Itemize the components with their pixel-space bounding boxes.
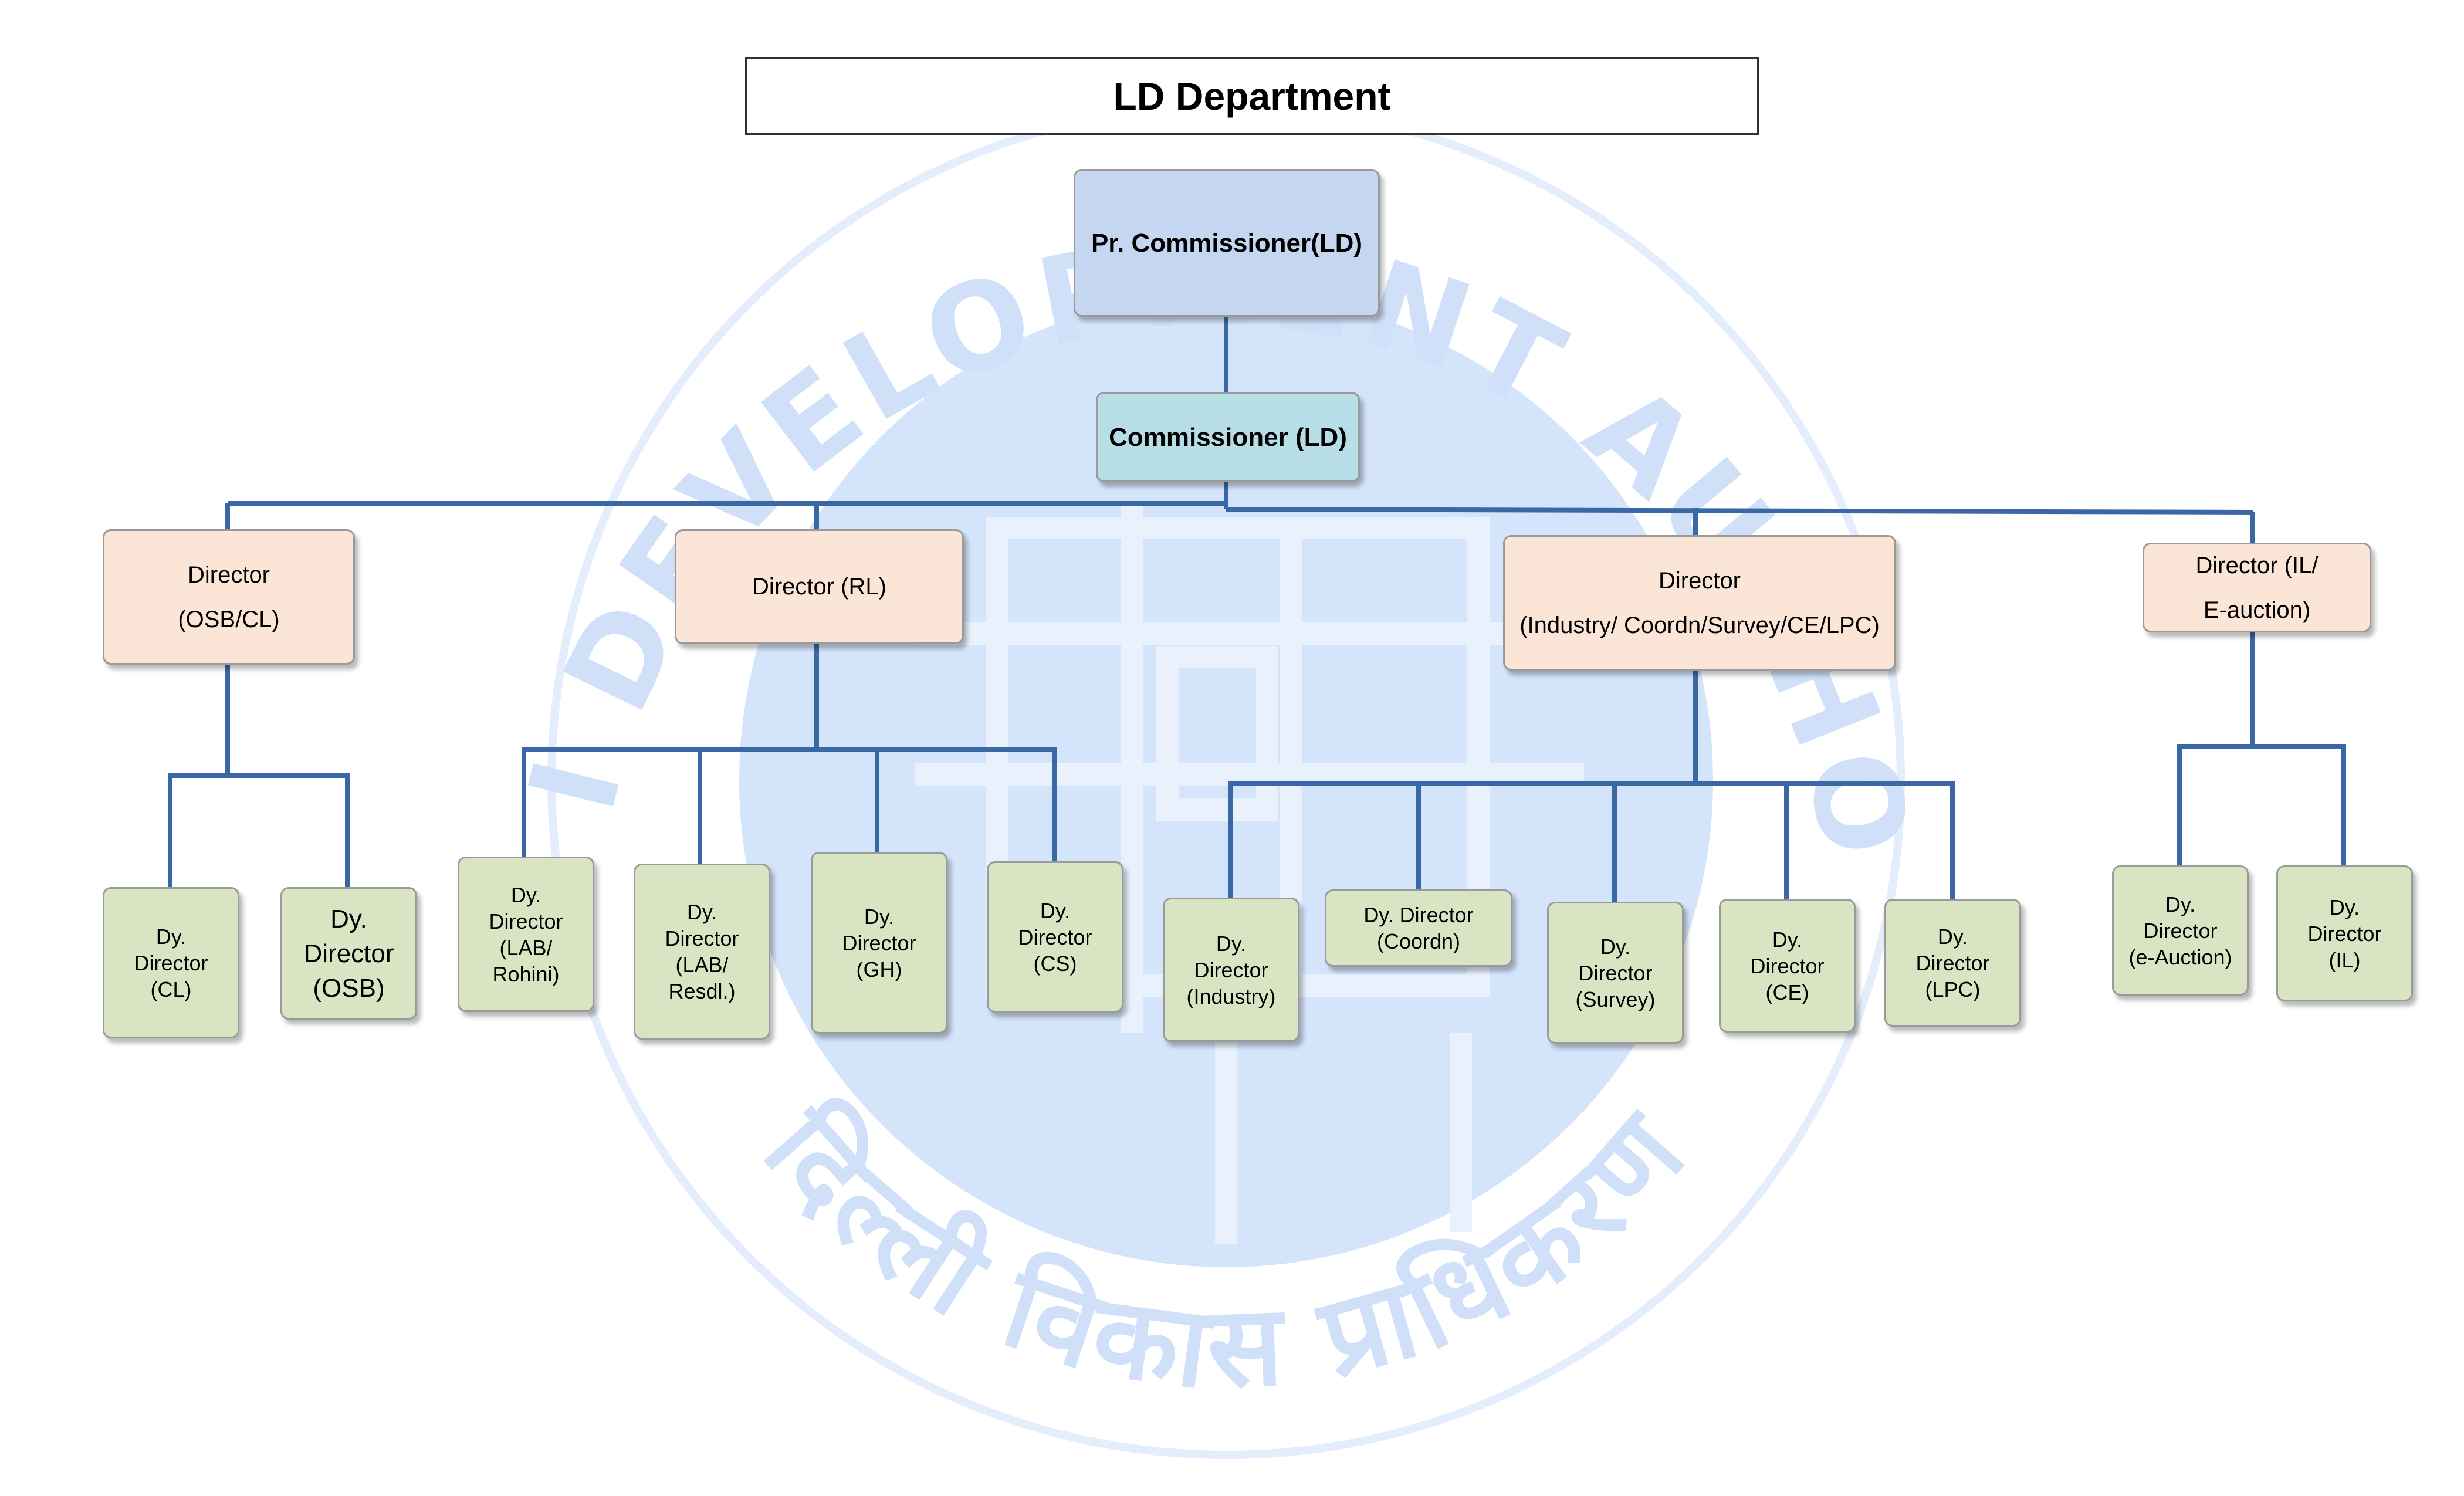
node-label-line: Director	[1658, 567, 1741, 594]
node-label-line: (GH)	[856, 957, 902, 981]
node-label-line: Director	[187, 561, 270, 588]
node-label-line: (e-Auction)	[2128, 945, 2232, 969]
node-label-line: Dy.	[2329, 895, 2360, 919]
node-label-line: (CE)	[1765, 980, 1809, 1004]
node-label-line: Director	[489, 909, 563, 933]
node-label-line: Director	[842, 930, 916, 955]
node-label-line: (OSB/CL)	[178, 606, 280, 632]
node-label-line: Director	[1578, 960, 1653, 985]
node-label-line: Dy.	[330, 904, 367, 933]
node-label-line: (Industry)	[1186, 984, 1276, 1008]
node-label-line: Dy.	[2165, 892, 2196, 916]
node-label-line: (CL)	[150, 977, 192, 1001]
node-label-line: Director	[1018, 925, 1092, 949]
node-label-line: (IL)	[2328, 947, 2361, 972]
node-label-line: Dy.	[155, 924, 187, 949]
node-director-osb-cl: Director (OSB/CL)	[103, 529, 355, 665]
page-title-text: LD Department	[1113, 74, 1391, 118]
node-label-line: (Survey)	[1575, 987, 1656, 1011]
node-dy-director-osb: Dy. Director (OSB)	[280, 887, 417, 1020]
node-label-line: Director	[134, 950, 208, 975]
node-director-il: Director (IL/ E-auction)	[2143, 543, 2371, 632]
connector-osb-cl-bus	[168, 773, 350, 887]
node-label-line: Dy.	[864, 904, 895, 929]
node-label-line: Dy.	[1937, 924, 1968, 949]
node-label-line: (LAB/	[499, 935, 553, 960]
node-dy-director-cl: Dy. Director (CL)	[103, 887, 239, 1038]
connector-il-bus	[2177, 744, 2346, 865]
node-label-line: Director	[1915, 950, 1990, 975]
connector-industry-bus	[1228, 781, 1955, 899]
node-label-line: Rohini)	[492, 962, 560, 986]
node-label-line: Director	[2143, 918, 2218, 943]
node-dy-director-lpc: Dy. Director (LPC)	[1884, 899, 2021, 1027]
node-dy-director-survey: Dy. Director (Survey)	[1547, 902, 1684, 1044]
node-dy-director-lab-rohini: Dy. Director (LAB/ Rohini)	[458, 857, 594, 1012]
node-dy-director-coordn: Dy. Director (Coordn)	[1325, 889, 1512, 967]
node-label-line: Dy.	[1216, 931, 1247, 956]
node-dy-director-lab-resdl: Dy. Director (LAB/ Resdl.)	[634, 864, 770, 1040]
node-label-line: Director	[1194, 957, 1268, 982]
node-label-line: (OSB)	[313, 973, 385, 1003]
node-dy-director-cs: Dy. Director (CS)	[987, 861, 1123, 1013]
node-dy-director-e-auction: Dy. Director (e-Auction)	[2112, 865, 2249, 996]
node-label-line: (LAB/	[675, 953, 729, 977]
connector-rl-bus	[522, 747, 1057, 861]
page-title: LD Department	[745, 57, 1759, 135]
node-dy-director-il: Dy. Director (IL)	[2276, 865, 2413, 1001]
node-label-line: Dy.	[1772, 927, 1803, 952]
node-pr-commissioner: Pr. Commissioner(LD)	[1074, 169, 1380, 317]
node-commissioner: Commissioner (LD)	[1096, 392, 1360, 482]
node-pr-commissioner-label: Pr. Commissioner(LD)	[1091, 228, 1363, 258]
connector-directors-bus-right	[1226, 507, 2253, 515]
node-director-industry: Director (Industry/ Coordn/Survey/CE/LPC…	[1503, 535, 1896, 671]
node-dy-director-gh: Dy. Director (GH)	[811, 852, 947, 1034]
node-director-rl: Director (RL)	[675, 529, 964, 644]
node-label-line: (LPC)	[1925, 977, 1981, 1001]
node-label-line: Dy.	[1600, 934, 1631, 959]
node-label-line: Director (IL/	[2195, 552, 2319, 578]
node-dy-director-ce: Dy. Director (CE)	[1719, 899, 1856, 1033]
node-label-line: (CS)	[1033, 951, 1077, 976]
node-label-line: Director (RL)	[752, 574, 886, 600]
node-label-line: Director	[303, 939, 394, 968]
node-label-line: Director	[665, 926, 739, 950]
node-label-line: Director	[1750, 953, 1825, 978]
node-label-line: (Industry/ Coordn/Survey/CE/LPC)	[1519, 612, 1880, 638]
node-label-line: Dy.	[510, 882, 541, 907]
node-label-line: Resdl.)	[668, 979, 736, 1003]
node-dy-director-industry: Dy. Director (Industry)	[1163, 898, 1299, 1042]
node-label-line: Director	[2307, 921, 2382, 946]
node-label-line: Dy.	[1040, 898, 1071, 923]
node-label-line: E-auction)	[2203, 597, 2311, 623]
node-label-line: Dy. Director	[1363, 903, 1474, 927]
node-label-line: (Coordn)	[1376, 929, 1461, 953]
node-label-line: Dy.	[686, 900, 717, 924]
node-commissioner-label: Commissioner (LD)	[1109, 422, 1347, 452]
